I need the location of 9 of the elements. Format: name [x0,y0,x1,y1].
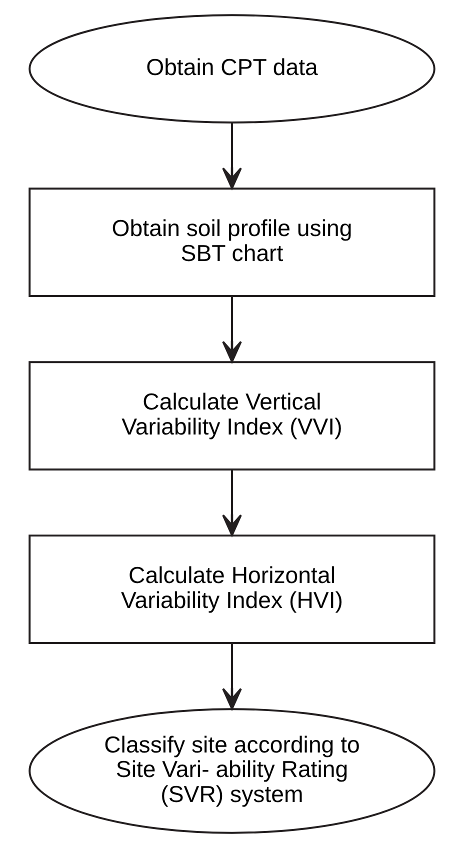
node-ellipse: Classify site according to Site Vari- ability Rating (SVR) system [28,708,436,834]
arrow [222,470,242,536]
node-ellipse: Obtain CPT data [28,14,436,124]
node-box: Obtain soil profile using SBT chart [28,188,436,297]
arrow [222,296,242,363]
node-box: Calculate Vertical Variability Index (VVI) [28,361,436,470]
arrow [222,642,242,710]
node-box: Calculate Horizontal Variability Index (HVI) [28,534,436,644]
arrow [222,122,242,190]
